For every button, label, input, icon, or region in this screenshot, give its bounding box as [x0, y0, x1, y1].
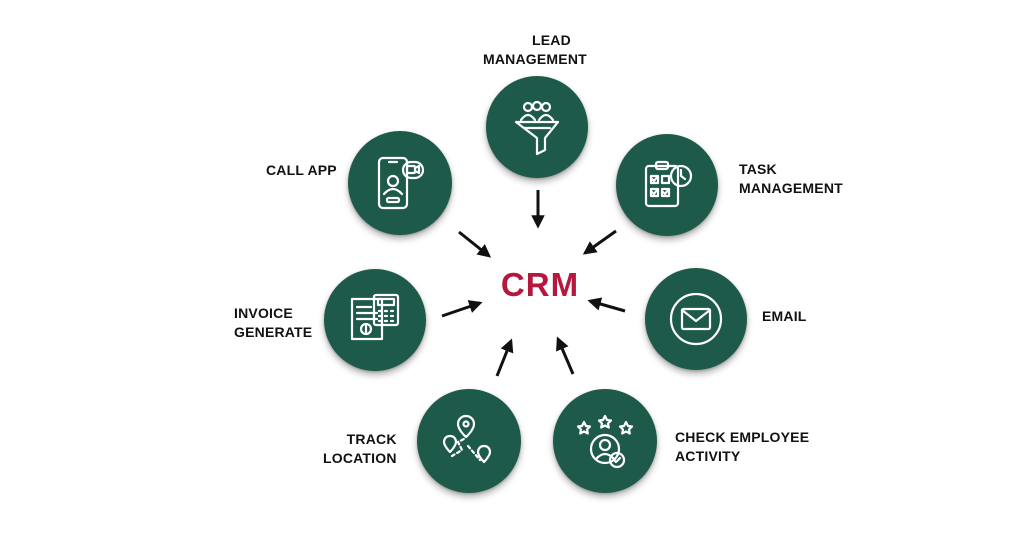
- task-management-line-2: MANAGEMENT: [739, 180, 843, 196]
- video-call-phone-icon: [377, 156, 425, 210]
- track-location-label: TRACK LOCATION: [323, 430, 397, 468]
- track-location-line-2: LOCATION: [323, 450, 397, 466]
- arrow-employee: [556, 336, 575, 375]
- crm-title: CRM: [500, 266, 580, 303]
- lead-management-line-2: MANAGEMENT: [483, 51, 587, 67]
- task-management-label: TASK MANAGEMENT: [739, 160, 843, 198]
- email-node: [645, 268, 747, 370]
- arrow-task: [582, 229, 617, 255]
- envelope-icon: [669, 292, 723, 346]
- arrow-email: [587, 297, 626, 313]
- rated-employee-icon: [576, 414, 634, 469]
- email-line-1: EMAIL: [762, 308, 807, 324]
- lead-management-label: LEAD MANAGEMENT: [483, 31, 587, 69]
- call-app-node: [348, 131, 452, 235]
- checklist-clock-icon: [644, 160, 693, 208]
- check-employee-activity-line-1: CHECK EMPLOYEE: [675, 429, 810, 445]
- track-location-line-1: TRACK: [346, 431, 397, 447]
- arrow-invoice: [441, 300, 483, 318]
- invoice-generate-line-2: GENERATE: [234, 324, 313, 340]
- track-location-node: [417, 389, 521, 493]
- task-management-line-1: TASK: [739, 161, 777, 177]
- invoice-calculator-icon: [350, 293, 400, 341]
- lead-management-line-1: LEAD: [531, 32, 571, 48]
- invoice-generate-node: [324, 269, 426, 371]
- check-employee-activity-node: [553, 389, 657, 493]
- funnel-people-icon: [514, 100, 560, 156]
- arrow-track: [495, 338, 514, 377]
- call-app-line-1: CALL APP: [266, 162, 337, 178]
- check-employee-activity-line-2: ACTIVITY: [675, 448, 741, 464]
- invoice-generate-line-1: INVOICE: [234, 305, 293, 321]
- task-management-node: [616, 134, 718, 236]
- map-route-icon: [442, 414, 492, 464]
- email-label: EMAIL: [762, 307, 807, 326]
- arrow-call: [458, 230, 492, 258]
- call-app-label: CALL APP: [266, 161, 337, 180]
- lead-management-node: [486, 76, 588, 178]
- invoice-generate-label: INVOICE GENERATE: [234, 304, 312, 342]
- check-employee-activity-label: CHECK EMPLOYEE ACTIVITY: [675, 428, 809, 466]
